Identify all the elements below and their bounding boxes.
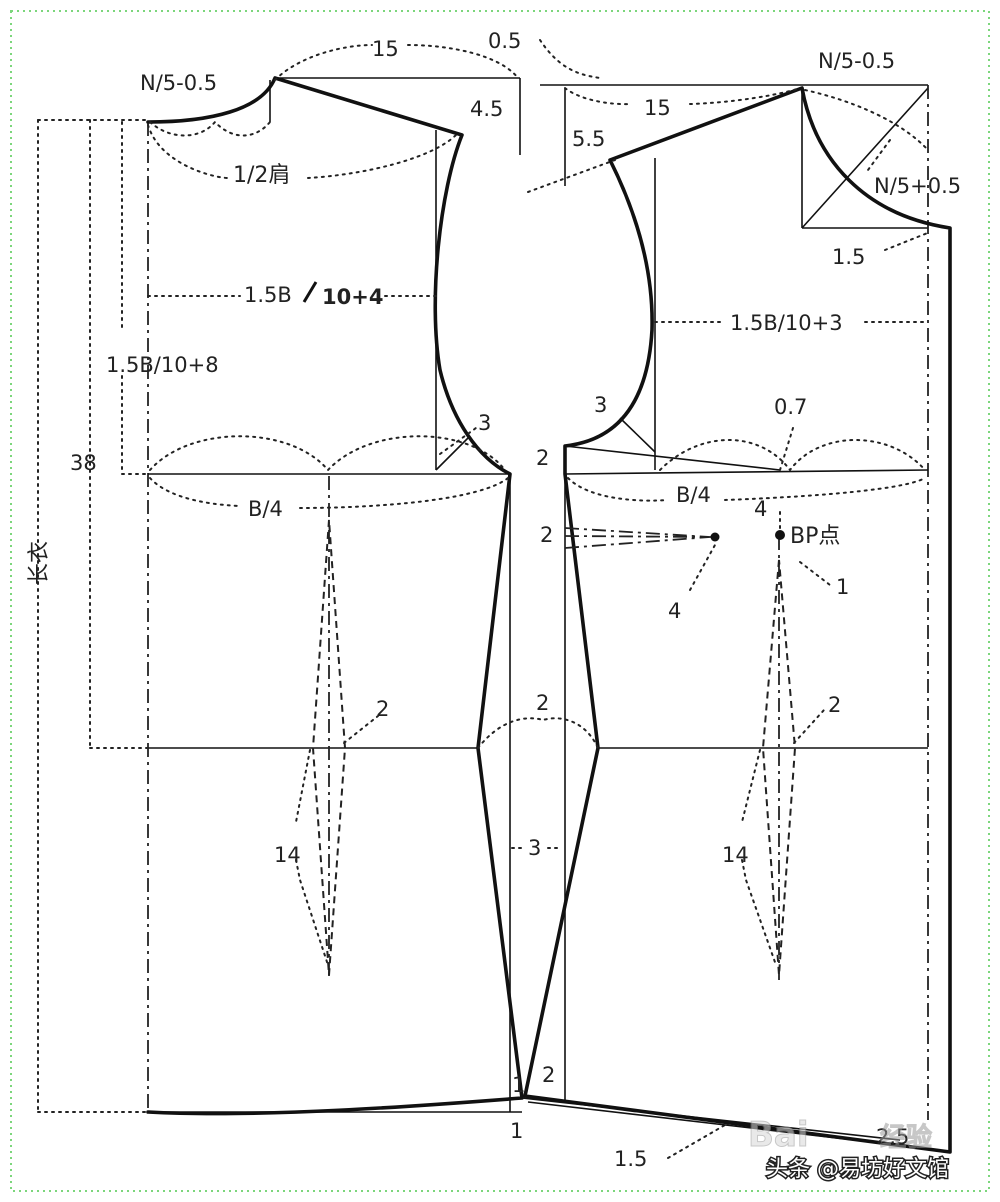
label-front-slope: 5.5 bbox=[572, 127, 605, 151]
label-front-shoulder-len: 15 bbox=[644, 96, 671, 120]
front-outline bbox=[523, 86, 952, 1154]
front-neck-diag bbox=[801, 87, 929, 229]
front-hem-inner bbox=[521, 1097, 901, 1141]
watermark-logo: Bai bbox=[748, 1115, 809, 1155]
label-front-dart-2: 2 bbox=[828, 693, 841, 717]
label-front-neck-drop: 1.5 bbox=[832, 245, 865, 269]
front-drop-leader bbox=[884, 231, 931, 251]
bp-point bbox=[775, 530, 785, 540]
front-hem-outer bbox=[527, 1101, 941, 1151]
label-half-shoulder: 1/2肩 bbox=[233, 163, 290, 188]
label-bp-dart-1: 1 bbox=[836, 575, 849, 599]
bp-4-leader bbox=[689, 544, 716, 591]
label-hem-center: 1 bbox=[510, 1119, 523, 1143]
watermark-credit: 头条 @易坊好文馆 bbox=[766, 1157, 949, 1182]
back-neck-scallop bbox=[149, 120, 271, 137]
slash-mark bbox=[302, 281, 318, 303]
bp-1-leader bbox=[799, 561, 831, 586]
back-armhole-diag bbox=[435, 435, 471, 471]
arc-backbust-b bbox=[299, 477, 509, 509]
back-dart bbox=[311, 519, 347, 976]
arc-frontbust-b bbox=[724, 477, 926, 501]
label-back-arm-width-rest: 10+4 bbox=[322, 285, 383, 309]
label-shoulder-ext: 0.5 bbox=[488, 29, 521, 53]
front-armhole-diag bbox=[619, 417, 656, 453]
bp-offset-leader bbox=[779, 427, 794, 471]
side-dart-point bbox=[710, 532, 720, 542]
label-back-dart-14: 14 bbox=[274, 843, 301, 867]
label-bp-dart-4: 4 bbox=[668, 599, 681, 623]
label-back-arm-width: 1.5B bbox=[244, 283, 292, 307]
label-back-slope: 4.5 bbox=[470, 97, 503, 121]
front-dart-dim bbox=[741, 749, 777, 966]
side-dart bbox=[564, 527, 716, 549]
back-dart-leader bbox=[343, 715, 379, 744]
arc-halfshoulder-b bbox=[307, 134, 457, 179]
front-bust-line bbox=[564, 469, 929, 475]
label-front-neck-width: N/5-0.5 bbox=[818, 49, 895, 73]
arc-backbust-a bbox=[149, 477, 241, 507]
arc-frontshoulder-a bbox=[564, 87, 631, 106]
label-back-dart-2: 2 bbox=[376, 697, 389, 721]
arc-frontbust-a bbox=[567, 477, 669, 502]
back-armhole-leader bbox=[439, 427, 477, 455]
label-back-armhole-curve: 3 bbox=[478, 411, 491, 435]
label-side-gap: 3 bbox=[528, 836, 541, 860]
front-slope-dim bbox=[527, 159, 616, 193]
front-bust-scallop bbox=[659, 439, 926, 472]
dimension-labels: N/5-0.5 15 0.5 4.5 1/2肩 1.5B 10+4 1.5B/1… bbox=[27, 29, 961, 1171]
front-dart-leader bbox=[793, 709, 825, 744]
label-hem-2: 2 bbox=[542, 1063, 555, 1087]
label-bp-offset: 0.7 bbox=[774, 395, 807, 419]
label-hem-raise: 1.5 bbox=[614, 1147, 647, 1171]
hem-raise-leader bbox=[667, 1124, 726, 1159]
watermark: Bai 经验 bbox=[748, 1115, 933, 1156]
label-front-bust: B/4 bbox=[676, 483, 711, 507]
label-front-arm-width: 1.5B/10+3 bbox=[730, 311, 843, 335]
label-hem-front: 2.5 bbox=[876, 1125, 909, 1149]
back-bust-scallop bbox=[149, 435, 506, 472]
label-side-dart: 2 bbox=[540, 523, 553, 547]
shoulder-ext-dim bbox=[539, 39, 601, 79]
arc-frontshoulder-b bbox=[689, 87, 801, 105]
label-back-bust: B/4 bbox=[248, 497, 283, 521]
front-neck-arc bbox=[804, 89, 929, 151]
arc-shoulder-b bbox=[407, 44, 519, 79]
label-front-armhole-curve: 3 bbox=[594, 393, 607, 417]
label-back-armhole-depth: 1.5B/10+8 bbox=[106, 353, 219, 377]
back-dart-dim bbox=[295, 749, 329, 966]
label-front-neck-depth: N/5+0.5 bbox=[874, 174, 961, 198]
label-bp-point: BP点 bbox=[790, 524, 840, 549]
back-outline bbox=[146, 76, 524, 1116]
front-panel bbox=[477, 39, 952, 1159]
arc-halfshoulder-a bbox=[147, 124, 229, 179]
label-waist-2: 2 bbox=[536, 691, 549, 715]
back-panel bbox=[37, 44, 524, 1116]
label-back-length: 38 bbox=[70, 451, 97, 475]
label-garment-length: 长衣 bbox=[27, 541, 52, 585]
label-front-bp-4a: 4 bbox=[754, 497, 767, 521]
watermark-logo-suffix: 经验 bbox=[880, 1122, 932, 1153]
label-back-neck-depth: N/5-0.5 bbox=[140, 71, 217, 95]
diagram-frame bbox=[10, 10, 990, 1192]
label-front-dart-14: 14 bbox=[722, 843, 749, 867]
waist-gap-arcs bbox=[477, 717, 599, 749]
front-dart bbox=[761, 559, 797, 976]
label-hem-1: 1 bbox=[512, 1073, 525, 1097]
label-back-shoulder-len: 15 bbox=[372, 37, 399, 61]
arc-shoulder-a bbox=[274, 44, 373, 81]
label-side-raise: 2 bbox=[536, 446, 549, 470]
front-bust-slant bbox=[564, 445, 781, 471]
front-neck-leader bbox=[867, 139, 891, 171]
